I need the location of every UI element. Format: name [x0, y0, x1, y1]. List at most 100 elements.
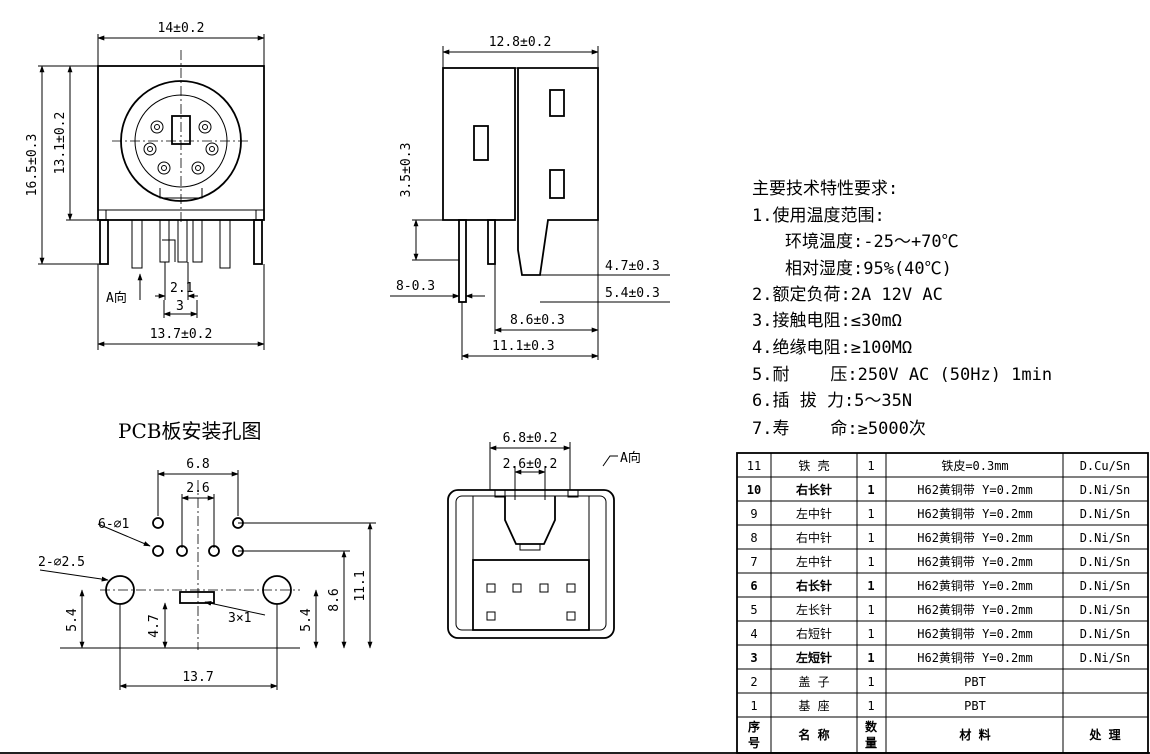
side-dim-c: 8.6±0.3	[510, 313, 565, 328]
front-width-bottom: 13.7±0.2	[150, 327, 213, 342]
bom-cell-7-treat: D.Ni/Sn	[1080, 603, 1131, 617]
bom-cell-11-qty: 1	[867, 699, 874, 713]
bom-header-3: 材 料	[958, 727, 990, 742]
spec-line-1: 1.使用温度范围:	[752, 205, 885, 226]
spec-title: 主要技术特性要求:	[752, 179, 898, 199]
side-height: 3.5±0.3	[399, 143, 414, 198]
bom-cell-3-treat: D.Ni/Sn	[1080, 507, 1131, 521]
bom-cell-9-material: H62黄铜带 Y=0.2mm	[917, 650, 1032, 665]
pcb-dim-47: 4.7	[147, 614, 162, 637]
bom-cell-2-treat: D.Ni/Sn	[1080, 483, 1131, 497]
spec-line-3: 相对湿度:95%(40℃)	[785, 259, 952, 279]
pcb-dim-137: 13.7	[182, 670, 213, 685]
pcb-dim-68: 6.8	[186, 457, 209, 472]
bom-cell-6-material: H62黄铜带 Y=0.2mm	[917, 578, 1032, 593]
side-width-top: 12.8±0.2	[489, 35, 552, 50]
bom-cell-8-qty: 1	[867, 627, 874, 641]
bom-cell-9-qty: 1	[867, 651, 874, 665]
bom-cell-10-no: 2	[750, 675, 757, 689]
bom-header-0-b: 号	[748, 735, 760, 750]
bom-cell-4-no: 8	[750, 531, 757, 545]
bom-header-2-a: 数	[865, 719, 878, 734]
pcb-small-holes: 6-⌀1	[98, 517, 129, 532]
front-pin-spacing: 3	[176, 299, 184, 314]
side-dim-b: 5.4±0.3	[605, 286, 660, 301]
bottom-dim-top: 6.8±0.2	[503, 431, 558, 446]
pcb-hole-layout: PCB板安装孔图 6.8 2.6 6-⌀1 2-⌀2.5 3×1 5.4 4.7	[38, 419, 376, 690]
bom-header-1: 名 称	[798, 727, 829, 742]
bom-cell-5-no: 7	[750, 555, 757, 569]
bom-header-0-a: 序	[748, 719, 760, 734]
bom-cell-3-no: 9	[750, 507, 757, 521]
bom-cell-11-no: 1	[750, 699, 757, 713]
bom-cell-9-treat: D.Ni/Sn	[1080, 651, 1131, 665]
pcb-title: PCB板安装孔图	[118, 419, 261, 443]
front-pin-spacing-small: 2.1	[170, 281, 193, 296]
bom-cell-1-qty: 1	[867, 459, 874, 473]
bom-cell-7-material: H62黄铜带 Y=0.2mm	[917, 602, 1032, 617]
bom-cell-11-name: 基 座	[798, 698, 829, 713]
bom-cell-4-treat: D.Ni/Sn	[1080, 531, 1131, 545]
bom-cell-6-name: 右长针	[795, 578, 832, 593]
bom-cell-6-qty: 1	[867, 579, 874, 593]
bom-cell-1-material: 铁皮=0.3mm	[941, 459, 1008, 473]
bom-header-2-b: 量	[865, 736, 877, 750]
socket-pins	[143, 120, 219, 175]
pcb-slot: 3×1	[228, 611, 251, 626]
front-height-total: 16.5±0.3	[25, 134, 40, 197]
bom-cell-3-qty: 1	[867, 507, 874, 521]
bom-cell-3-material: H62黄铜带 Y=0.2mm	[917, 506, 1032, 521]
bom-cell-1-name: 铁 壳	[798, 459, 829, 473]
spec-line-8: 6.插 拔 力:5～35N	[752, 391, 912, 411]
bom-cell-5-qty: 1	[867, 555, 874, 569]
bom-cell-2-no: 10	[747, 483, 761, 497]
bom-cell-1-treat: D.Cu/Sn	[1080, 459, 1131, 473]
bom-cell-10-material: PBT	[964, 675, 986, 689]
spec-line-4: 2.额定负荷:2A 12V AC	[752, 285, 943, 305]
side-dim-a: 4.7±0.3	[605, 259, 660, 274]
pcb-dim-54-right: 5.4	[299, 608, 314, 632]
pcb-big-holes: 2-⌀2.5	[38, 555, 85, 570]
bom-cell-8-material: H62黄铜带 Y=0.2mm	[917, 626, 1032, 641]
side-dim-d: 11.1±0.3	[492, 339, 555, 354]
bom-cell-10-name: 盖 子	[798, 675, 829, 689]
bottom-view: 6.8±0.2 2.6±0.2 A向	[447, 431, 641, 639]
pcb-dim-111: 11.1	[353, 570, 368, 601]
bom-cell-6-no: 6	[750, 579, 757, 593]
bom-cell-5-name: 左中针	[796, 554, 832, 569]
front-height-inner: 13.1±0.2	[53, 112, 68, 175]
pcb-dim-86: 8.6	[327, 588, 342, 611]
spec-line-2: 环境温度:-25～+70℃	[785, 232, 959, 252]
bom-cell-4-material: H62黄铜带 Y=0.2mm	[917, 530, 1032, 545]
side-pin-offset: 8-0.3	[396, 279, 435, 294]
bom-cell-10-qty: 1	[867, 675, 874, 689]
bom-cell-8-name: 右短针	[796, 626, 832, 641]
front-width-top: 14±0.2	[158, 21, 205, 36]
bom-cell-5-treat: D.Ni/Sn	[1080, 555, 1131, 569]
bom-cell-2-qty: 1	[867, 483, 874, 497]
bottom-direction-label: A向	[620, 450, 641, 466]
bom-cell-5-material: H62黄铜带 Y=0.2mm	[917, 554, 1032, 569]
bom-cell-8-treat: D.Ni/Sn	[1080, 627, 1131, 641]
spec-line-6: 4.绝缘电阻:≥100MΩ	[752, 338, 912, 358]
bom-cell-1-no: 11	[747, 459, 761, 473]
bom-cell-8-no: 4	[750, 627, 757, 641]
bom-cell-3-name: 左中针	[796, 506, 832, 521]
bom-cell-9-name: 左短针	[795, 650, 832, 665]
front-view: 14±0.2 16	[25, 21, 265, 350]
bom-header-4: 处 理	[1088, 727, 1120, 742]
spec-list: 主要技术特性要求: 1.使用温度范围: 环境温度:-25～+70℃ 相对湿度:9…	[752, 179, 1052, 439]
bottom-dim-inner: 2.6±0.2	[503, 457, 558, 472]
bom-cell-4-name: 右中针	[796, 530, 832, 545]
bom-cell-7-name: 左长针	[796, 602, 832, 617]
pcb-dim-54-left: 5.4	[65, 608, 80, 632]
front-direction-label: A向	[106, 290, 127, 306]
bom-cell-2-name: 右长针	[795, 482, 832, 497]
spec-line-9: 7.寿 命:≥5000次	[752, 419, 926, 439]
bom-cell-4-qty: 1	[867, 531, 874, 545]
spec-line-5: 3.接触电阻:≤30mΩ	[752, 311, 902, 331]
side-view: 12.8±0.2 3.5±0.3 8-0.3 4.7±0.3 5.4±0.3 8…	[390, 35, 670, 360]
bom-cell-11-material: PBT	[964, 699, 986, 713]
bom-cell-7-qty: 1	[867, 603, 874, 617]
